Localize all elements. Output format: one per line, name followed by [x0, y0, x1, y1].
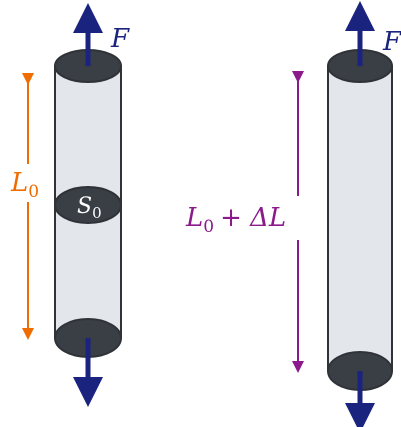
stretched-cylinder — [327, 49, 393, 391]
stretched-length-label-bg — [180, 196, 304, 240]
original-length-label-bg — [6, 164, 50, 202]
stretched-cylinder-body — [327, 65, 393, 372]
force-label-right: F — [382, 27, 401, 57]
cross-section-disc — [54, 186, 122, 224]
original-cylinder: S0 — [54, 49, 122, 358]
original-length-label: L0 — [10, 168, 39, 202]
force-label-left: F — [110, 24, 130, 54]
stretched-length-label: L0+ ΔL — [185, 203, 286, 237]
cross-section-label: S0 — [77, 194, 102, 222]
